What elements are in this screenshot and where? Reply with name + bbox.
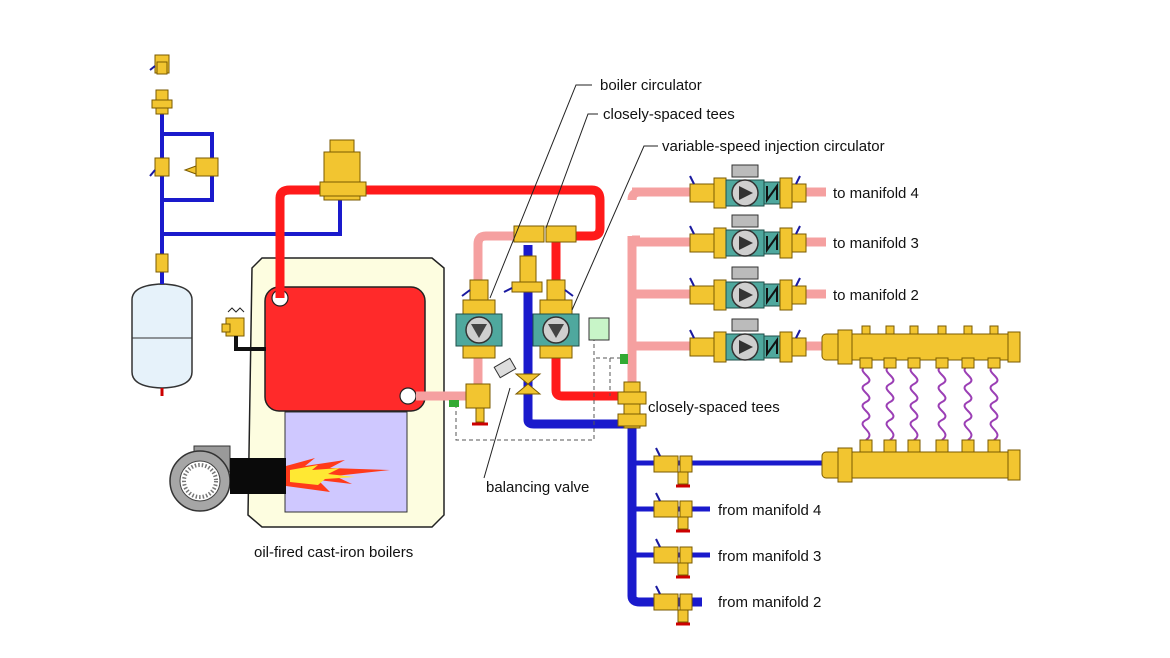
label-from-manifold-3: from manifold 3 — [718, 548, 821, 565]
label-balancing-valve: balancing valve — [486, 479, 589, 496]
burner-icon — [169, 445, 286, 512]
label-from-manifold-2: from manifold 2 — [718, 594, 821, 611]
label-to-manifold-3: to manifold 3 — [833, 235, 919, 252]
relief-valve-icon — [221, 307, 266, 351]
boiler-circulator — [455, 279, 503, 426]
boiler — [247, 257, 445, 528]
pump-icon — [689, 214, 807, 259]
label-closely-spaced-tees-mid: closely-spaced tees — [648, 399, 780, 416]
manifold-icon — [821, 329, 1021, 483]
label-closely-spaced-tees-top: closely-spaced tees — [603, 106, 735, 123]
hot-supply-pipe — [275, 185, 632, 401]
cold-return-pipes — [523, 245, 702, 607]
manifold-ports — [859, 325, 1001, 453]
label-boiler-circulator: boiler circulator — [600, 77, 702, 94]
injection-circulator — [532, 279, 580, 359]
air-separator-icon — [319, 139, 367, 201]
balancing-valve-icon — [493, 357, 542, 395]
closely-spaced-tees-mid — [617, 381, 647, 429]
valve-icon — [653, 447, 693, 488]
control-wiring — [449, 317, 628, 441]
label-to-manifold-4: to manifold 4 — [833, 185, 919, 202]
pump-icon — [689, 164, 807, 209]
pump-icon — [689, 266, 807, 311]
label-boiler-caption: oil-fired cast-iron boilers — [254, 544, 413, 561]
supply-branch-pumps — [689, 164, 807, 363]
pump-icon — [689, 318, 807, 363]
label-injection-circulator: variable-speed injection circulator — [662, 138, 885, 155]
valve-icon — [653, 585, 693, 626]
label-to-manifold-2: to manifold 2 — [833, 287, 919, 304]
manifold-tubing — [861, 365, 999, 441]
return-branch-valves — [653, 447, 693, 626]
check-valve-icon — [503, 255, 543, 293]
flame-icon — [286, 458, 390, 492]
label-from-manifold-4: from manifold 4 — [718, 502, 821, 519]
leader-lines — [483, 84, 658, 479]
closely-spaced-tees-top — [513, 225, 577, 243]
makeup-water-valves — [149, 54, 219, 273]
valve-icon — [653, 538, 693, 579]
valve-icon — [653, 492, 693, 533]
expansion-tank-icon — [131, 283, 193, 396]
